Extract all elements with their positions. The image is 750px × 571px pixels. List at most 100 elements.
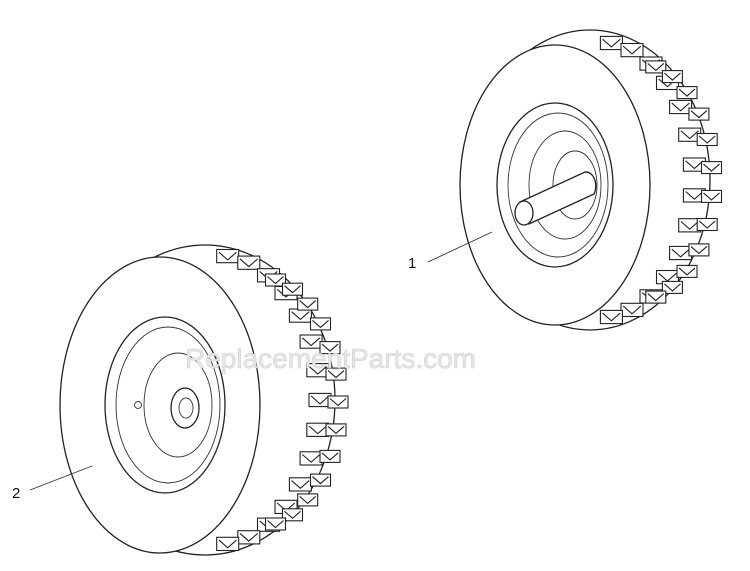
tread-lug-chevron xyxy=(678,267,696,276)
tread-lug xyxy=(216,536,240,552)
tread-lug-chevron xyxy=(685,191,704,200)
wheel-1 xyxy=(459,29,723,331)
tread-lug xyxy=(700,161,723,175)
tread-lug-chevron xyxy=(299,300,317,309)
tread-lug-chevron xyxy=(308,365,327,375)
tread-lug-chevron xyxy=(218,251,237,261)
wheel-1-rim-inner xyxy=(507,112,609,258)
callout-1: 1 xyxy=(408,231,493,272)
tread-lug xyxy=(669,99,693,115)
wheel-2-hub-ring xyxy=(143,352,213,458)
tread-lug-chevron xyxy=(239,258,258,268)
tread-lug-chevron xyxy=(602,312,621,322)
wheel-2-hub-bore xyxy=(178,397,194,419)
tread-lug xyxy=(325,367,347,381)
tread-lug xyxy=(700,189,723,203)
wheel-1-rim-outer xyxy=(496,102,614,268)
tread-lug xyxy=(676,264,698,278)
wheel-2-hub xyxy=(170,387,200,429)
tread-lug xyxy=(688,107,710,121)
tread-lug-chevron xyxy=(301,337,321,347)
wheel-1-hub-ring xyxy=(528,130,602,240)
tread-lug xyxy=(281,508,304,522)
tread-lug xyxy=(288,308,312,323)
callout-2-label: 2 xyxy=(12,485,20,502)
tread-lug-chevron xyxy=(647,62,665,72)
tread-lug-chevron xyxy=(680,130,699,140)
wheel-2-valve-stem xyxy=(134,401,142,409)
tread-lug-chevron xyxy=(698,220,716,229)
tread-lug-chevron xyxy=(664,283,681,292)
tread-lug xyxy=(645,60,667,74)
tread-lug-chevron xyxy=(685,160,704,170)
tread-lug xyxy=(281,282,304,296)
tread-lug-chevron xyxy=(321,452,339,461)
tread-lug-chevron xyxy=(690,245,708,255)
tread-lug-chevron xyxy=(291,480,310,490)
wheel-2 xyxy=(59,244,349,556)
tread-lug-chevron xyxy=(622,45,642,55)
tread-lug xyxy=(327,395,349,409)
tread-lug xyxy=(325,423,347,437)
tread-lug xyxy=(309,473,332,487)
tread-lug xyxy=(309,317,332,331)
wheel-1-tread-lugs xyxy=(599,35,723,325)
tread-lug xyxy=(696,217,718,232)
tread-lug xyxy=(676,86,698,100)
tread-lug xyxy=(620,42,644,58)
tread-lug-chevron xyxy=(312,476,329,485)
tread-lug-chevron xyxy=(703,163,720,172)
tread-lug xyxy=(645,290,667,304)
tread-lug-chevron xyxy=(239,532,258,542)
tread-lug-chevron xyxy=(308,425,327,435)
tread-lug xyxy=(661,70,683,84)
tread-lug-chevron xyxy=(678,88,696,97)
tread-lug-chevron xyxy=(671,102,690,112)
wheel-2-tread-lugs xyxy=(216,248,349,552)
tread-lug xyxy=(297,493,319,507)
callout-1-label: 1 xyxy=(408,255,416,272)
tread-lug xyxy=(696,132,718,147)
tread-lug-chevron xyxy=(312,319,329,329)
tread-lug-chevron xyxy=(310,395,330,405)
tread-lug-chevron xyxy=(321,343,339,352)
tread-lug xyxy=(319,341,341,355)
wheel-2-rim-outer xyxy=(104,316,226,494)
wheel-2-sidewall xyxy=(59,256,261,554)
tread-lug-chevron xyxy=(690,110,708,119)
tread-lug xyxy=(264,273,287,287)
wheel-2-rim-inner xyxy=(115,326,221,484)
callout-2-leader xyxy=(29,465,93,491)
tread-lug-chevron xyxy=(284,285,301,294)
tread-lug xyxy=(299,451,323,466)
tread-lug xyxy=(688,243,710,257)
callout-1-leader xyxy=(427,231,493,263)
tread-lug-chevron xyxy=(267,520,284,529)
tread-lug-chevron xyxy=(284,510,301,520)
tread-lug-chevron xyxy=(602,38,621,48)
tread-lug-chevron xyxy=(301,454,321,463)
tread-lug xyxy=(319,449,341,463)
tread-lug-chevron xyxy=(291,311,310,321)
tread-lug xyxy=(297,297,319,311)
tread-lug-chevron xyxy=(299,495,317,505)
tread-lug xyxy=(237,530,261,545)
wheel-1-sidewall xyxy=(459,44,651,326)
tread-lug-chevron xyxy=(671,248,690,258)
tread-lug-chevron xyxy=(680,221,699,230)
wheel-1-axle xyxy=(519,171,597,225)
tread-lug-chevron xyxy=(218,539,237,549)
callout-2: 2 xyxy=(12,465,93,502)
tread-lug-chevron xyxy=(327,425,345,435)
tread-lug-chevron xyxy=(703,192,720,201)
tread-lug xyxy=(216,248,240,264)
tread-lug xyxy=(661,280,683,294)
tread-lug-chevron xyxy=(267,276,284,285)
wheel-1-hub xyxy=(552,150,598,220)
tread-lug xyxy=(237,255,261,270)
tread-lug xyxy=(599,309,623,325)
wheel-1-axle-end xyxy=(514,200,534,226)
tread-lug-chevron xyxy=(647,293,665,302)
watermark: ReplacementParts.com xyxy=(185,343,476,374)
